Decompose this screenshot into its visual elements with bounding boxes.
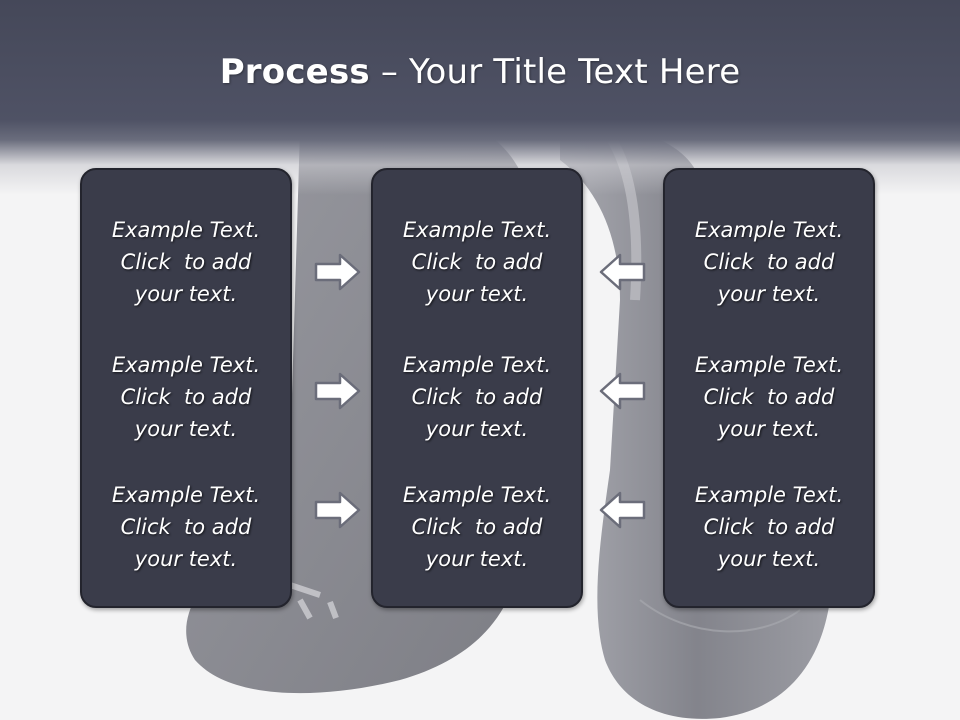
process-box-left[interactable]: Example Text. Click to add your text. Ex… — [80, 168, 292, 608]
text-line: Click to add — [120, 250, 252, 274]
text-placeholder[interactable]: Example Text. Click to add your text. — [665, 479, 873, 575]
text-line: your text. — [134, 282, 238, 306]
text-placeholder[interactable]: Example Text. Click to add your text. — [82, 349, 290, 445]
text-line: Click to add — [411, 250, 543, 274]
text-placeholder[interactable]: Example Text. Click to add your text. — [665, 349, 873, 445]
text-line: your text. — [717, 282, 821, 306]
arrow-left-icon — [599, 253, 646, 291]
text-placeholder[interactable]: Example Text. Click to add your text. — [82, 214, 290, 310]
text-line: Example Text. — [402, 483, 552, 507]
text-line: your text. — [717, 417, 821, 441]
text-line: Click to add — [411, 385, 543, 409]
text-line: Example Text. — [694, 353, 844, 377]
text-line: your text. — [134, 417, 238, 441]
text-line: Example Text. — [694, 218, 844, 242]
text-line: your text. — [717, 547, 821, 571]
text-line: Click to add — [703, 250, 835, 274]
arrow-left-icon — [599, 491, 646, 529]
text-line: Example Text. — [111, 353, 261, 377]
process-box-right[interactable]: Example Text. Click to add your text. Ex… — [663, 168, 875, 608]
text-line: your text. — [425, 282, 529, 306]
text-line: Click to add — [120, 515, 252, 539]
slide-title[interactable]: Process – Your Title Text Here — [0, 52, 960, 92]
title-rest: – Your Title Text Here — [369, 52, 741, 92]
text-line: your text. — [425, 547, 529, 571]
arrow-right-icon — [314, 491, 361, 529]
arrow-right-icon — [314, 253, 361, 291]
text-line: Click to add — [703, 385, 835, 409]
text-line: Example Text. — [402, 218, 552, 242]
process-box-center[interactable]: Example Text. Click to add your text. Ex… — [371, 168, 583, 608]
text-placeholder[interactable]: Example Text. Click to add your text. — [373, 349, 581, 445]
text-line: Example Text. — [111, 218, 261, 242]
text-line: Click to add — [120, 385, 252, 409]
text-placeholder[interactable]: Example Text. Click to add your text. — [373, 214, 581, 310]
text-line: Example Text. — [694, 483, 844, 507]
text-line: your text. — [425, 417, 529, 441]
text-line: Example Text. — [111, 483, 261, 507]
title-bar — [0, 0, 960, 195]
text-placeholder[interactable]: Example Text. Click to add your text. — [373, 479, 581, 575]
arrow-right-icon — [314, 372, 361, 410]
text-line: Example Text. — [402, 353, 552, 377]
text-line: Click to add — [411, 515, 543, 539]
title-bold: Process — [219, 52, 370, 92]
text-placeholder[interactable]: Example Text. Click to add your text. — [665, 214, 873, 310]
text-line: Click to add — [703, 515, 835, 539]
text-line: your text. — [134, 547, 238, 571]
text-placeholder[interactable]: Example Text. Click to add your text. — [82, 479, 290, 575]
arrow-left-icon — [599, 372, 646, 410]
